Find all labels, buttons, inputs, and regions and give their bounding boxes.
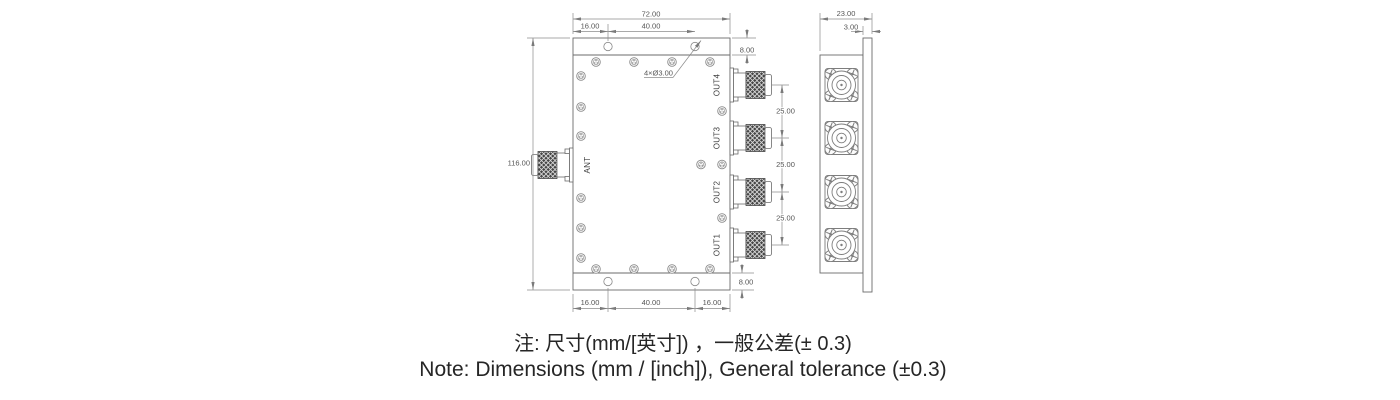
- dim-width-total: 72.00: [642, 10, 661, 19]
- screw-icon: [629, 264, 639, 274]
- ant-connector: [531, 147, 574, 183]
- dim-height-total: 116.00: [508, 159, 530, 168]
- tolerance-note: 注: 尺寸(mm/[英寸]) ，一般公差(± 0.3) Note: Dimens…: [0, 331, 1366, 383]
- screw-icon: [591, 57, 601, 67]
- front-view: ANT OUT4 OUT3 OUT2 OUT1: [531, 37, 772, 291]
- screw-icon: [576, 223, 586, 233]
- out3-connector: [729, 120, 772, 156]
- screw-icon: [591, 264, 601, 274]
- screw-icon: [705, 264, 715, 274]
- dim-bottom-left: 16.00: [581, 298, 600, 307]
- mounting-hole: [690, 276, 700, 287]
- screw-icon: [576, 71, 586, 81]
- dim-pitch-1: 25.00: [776, 107, 795, 116]
- out4-connector: [729, 67, 772, 103]
- dim-pitch-3: 25.00: [776, 214, 795, 223]
- port-label-out3: OUT3: [713, 126, 722, 149]
- front-view-dimensions: 72.00 16.00 40.00 4×Ø3.00 8.00 116.00 25…: [506, 8, 796, 312]
- screw-icon: [576, 131, 586, 141]
- dim-bottom-right: 16.00: [703, 298, 722, 307]
- screw-icon: [629, 57, 639, 67]
- dim-bottom-mid: 40.00: [642, 298, 661, 307]
- side-view: [819, 37, 873, 293]
- port-label-out4: OUT4: [713, 73, 722, 96]
- dim-depth-total: 23.00: [837, 9, 856, 18]
- dim-width-mid: 40.00: [642, 22, 661, 31]
- screw-icon: [717, 159, 727, 170]
- screw-icon: [667, 57, 677, 67]
- mounting-hole: [603, 41, 613, 52]
- side-view-dimensions: 23.00 3.00: [819, 8, 881, 51]
- port-label-out1: OUT1: [713, 233, 722, 256]
- dim-width-left: 16.00: [581, 22, 600, 31]
- screw-icon: [717, 106, 727, 116]
- connector-flange-icon: [825, 121, 859, 155]
- port-label-ant: ANT: [583, 157, 592, 174]
- screw-icon: [696, 159, 706, 170]
- screw-icon: [717, 213, 727, 223]
- connector-flange-icon: [825, 228, 859, 262]
- note-line-en: Note: Dimensions (mm / [inch]), General …: [419, 358, 947, 381]
- note-line-zh: 注: 尺寸(mm/[英寸]) ，一般公差(± 0.3): [514, 333, 852, 355]
- screw-icon: [667, 264, 677, 274]
- screw-icon: [576, 102, 586, 112]
- screw-icon: [576, 193, 586, 203]
- dim-hole-callout: 4×Ø3.00: [644, 69, 673, 78]
- screw-icon: [705, 57, 715, 67]
- connector-flange-icon: [825, 175, 859, 209]
- dim-panel-thickness: 3.00: [844, 23, 859, 32]
- screw-icon: [576, 253, 586, 263]
- out1-connector: [729, 227, 772, 263]
- port-label-out2: OUT2: [713, 180, 722, 203]
- mounting-hole: [690, 41, 700, 52]
- dim-flange-top: 8.00: [740, 46, 755, 55]
- connector-flange-icon: [825, 68, 859, 102]
- mounting-hole: [603, 276, 613, 287]
- dim-flange-bottom: 8.00: [739, 278, 754, 287]
- side-panel-strip: [862, 37, 873, 293]
- out2-connector: [729, 174, 772, 210]
- dim-pitch-2: 25.00: [776, 160, 795, 169]
